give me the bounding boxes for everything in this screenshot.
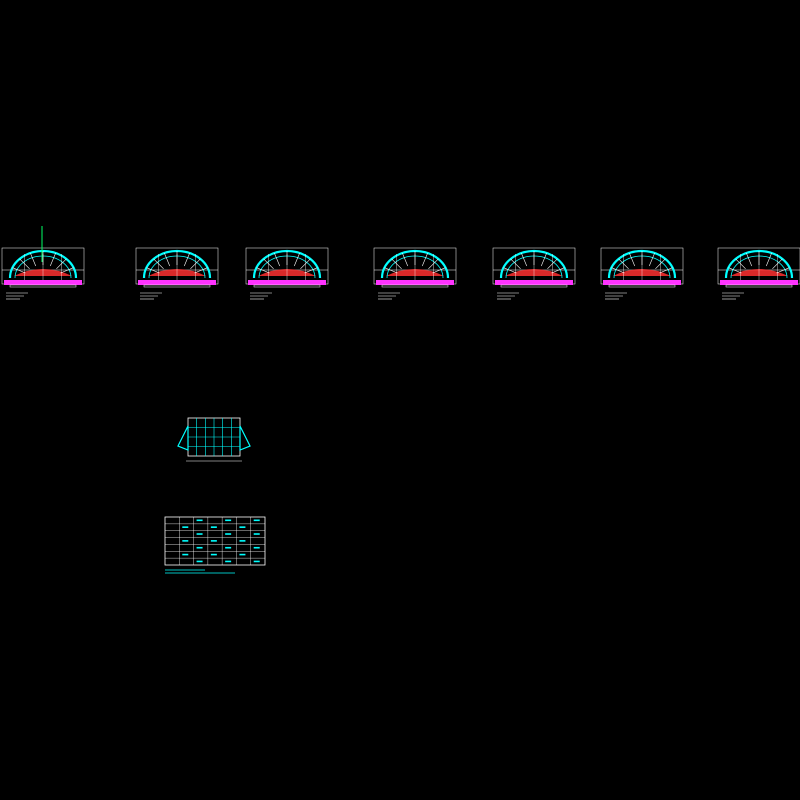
rock-bolt — [256, 267, 270, 274]
base-strip — [376, 280, 454, 285]
base-strip — [248, 280, 326, 285]
table-cell-mark — [239, 540, 246, 542]
footing — [143, 284, 211, 288]
section-6 — [600, 247, 684, 300]
base-strip — [138, 280, 216, 285]
schedule-table — [164, 516, 266, 574]
section-7 — [717, 247, 800, 300]
rock-bolt — [648, 252, 655, 267]
table-cell-mark — [210, 553, 217, 556]
table-cell-mark — [225, 546, 232, 549]
base-strip — [720, 280, 798, 285]
rock-bolt — [765, 252, 772, 267]
plan-wing-right — [239, 425, 251, 451]
table-cell-mark — [253, 546, 260, 549]
rock-bolt — [421, 252, 428, 267]
rock-bolt — [384, 267, 398, 274]
plan-view — [177, 417, 251, 462]
table-cell-mark — [210, 526, 217, 528]
table-cell-mark — [196, 519, 203, 522]
plan-wing-left — [177, 425, 189, 451]
rock-bolt — [402, 252, 409, 267]
rock-bolt — [551, 267, 565, 274]
table-cell-mark — [225, 533, 232, 535]
rock-bolt — [146, 267, 160, 274]
rock-bolt — [776, 267, 790, 274]
base-strip — [495, 280, 573, 285]
table-cell-mark — [239, 553, 246, 556]
footing — [253, 284, 321, 288]
rock-bolt — [629, 252, 636, 267]
rock-bolt — [30, 252, 37, 267]
rock-bolt — [12, 267, 26, 274]
rock-bolt — [746, 252, 753, 267]
rock-bolt — [304, 267, 318, 274]
table-cell-mark — [253, 519, 260, 522]
table-cell-mark — [182, 553, 189, 556]
rock-bolt — [611, 267, 625, 274]
rock-bolt — [432, 267, 446, 274]
table-cell-mark — [239, 526, 246, 528]
schedule-table — [164, 516, 266, 574]
rock-bolt — [728, 267, 742, 274]
section-1 — [1, 226, 85, 300]
tunnel-sections — [1, 226, 800, 300]
base-strip — [603, 280, 681, 285]
footing — [9, 284, 77, 288]
table-cell-mark — [210, 540, 217, 542]
section-2 — [135, 247, 219, 300]
table-cell-mark — [182, 540, 189, 542]
table-cell-mark — [253, 533, 260, 535]
rock-bolt — [540, 252, 547, 267]
table-cell-mark — [196, 560, 203, 563]
rock-bolt — [503, 267, 517, 274]
section-3 — [245, 247, 329, 300]
rock-bolt — [49, 252, 56, 267]
footing — [500, 284, 568, 288]
rock-bolt — [293, 252, 300, 267]
rock-bolt — [164, 252, 171, 267]
rock-bolt — [194, 267, 208, 274]
table-cell-mark — [225, 519, 232, 522]
footing — [608, 284, 676, 288]
section-5 — [492, 247, 576, 300]
footing — [381, 284, 449, 288]
rock-bolt — [659, 267, 673, 274]
rock-bolt — [183, 252, 190, 267]
table-cell-mark — [225, 560, 232, 563]
rock-bolt — [60, 267, 74, 274]
table-cell-mark — [196, 533, 203, 535]
plan-view — [177, 417, 251, 462]
footing — [725, 284, 793, 288]
table-cell-mark — [253, 560, 260, 563]
table-cell-mark — [196, 546, 203, 549]
rock-bolt — [521, 252, 528, 267]
table-border — [164, 516, 266, 566]
table-cell-mark — [182, 526, 189, 528]
section-4 — [373, 247, 457, 300]
rock-bolt — [274, 252, 281, 267]
base-strip — [4, 280, 82, 285]
